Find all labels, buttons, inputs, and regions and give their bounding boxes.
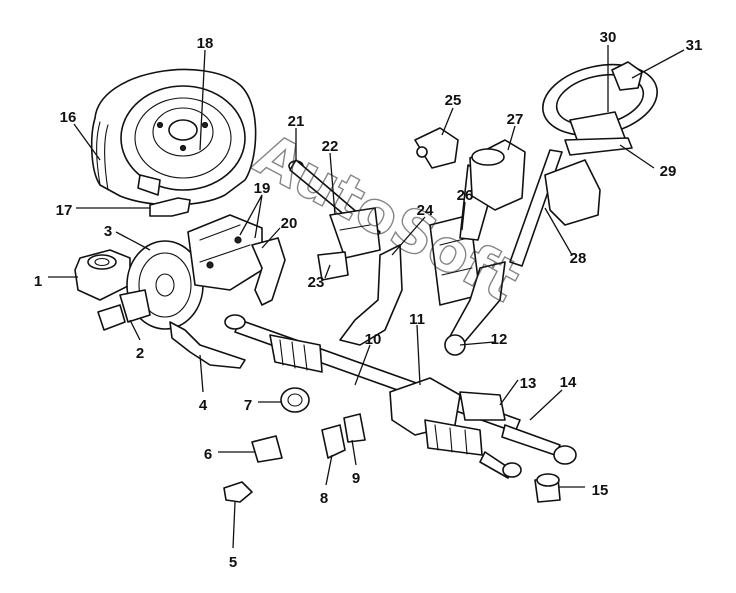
callout-label-16: 16 xyxy=(60,109,77,126)
callout-label-4: 4 xyxy=(199,397,208,414)
callout-label-22: 22 xyxy=(322,138,339,155)
callout-label-6: 6 xyxy=(204,446,212,463)
callout-leader-14 xyxy=(529,389,563,421)
callout-leader-3 xyxy=(115,231,151,251)
callout-label-2: 2 xyxy=(136,345,144,362)
intermediate-shaft xyxy=(444,261,506,356)
callout-label-9: 9 xyxy=(352,470,360,487)
callout-label-26: 26 xyxy=(457,187,474,204)
callout-leader-4 xyxy=(199,354,204,393)
callout-label-3: 3 xyxy=(104,223,112,240)
callout-label-8: 8 xyxy=(320,490,328,507)
callout-label-31: 31 xyxy=(686,37,703,54)
callout-leader-5 xyxy=(232,501,236,549)
callout-label-30: 30 xyxy=(600,29,617,46)
callout-leader-20 xyxy=(261,227,281,249)
callout-label-5: 5 xyxy=(229,554,237,571)
callout-label-1: 1 xyxy=(34,273,42,290)
brake-booster-assembly xyxy=(74,240,246,369)
callout-label-19: 19 xyxy=(254,180,271,197)
callout-leader-26 xyxy=(461,201,466,231)
spare-wheel-assembly xyxy=(90,68,257,206)
column-shroud xyxy=(469,139,526,211)
callout-leader-27 xyxy=(507,125,516,151)
pedal-box xyxy=(187,214,286,306)
callout-label-10: 10 xyxy=(365,331,382,348)
callout-label-29: 29 xyxy=(660,163,677,180)
callout-leader-2 xyxy=(129,319,141,341)
ignition-switch xyxy=(414,127,459,169)
callout-leader-11 xyxy=(416,324,421,386)
callout-leader-28 xyxy=(544,207,573,256)
callout-label-27: 27 xyxy=(507,111,524,128)
callout-leader-19 xyxy=(239,194,263,236)
callout-label-18: 18 xyxy=(197,35,214,52)
spare-wheel-bracket xyxy=(149,197,191,217)
callout-label-24: 24 xyxy=(417,202,434,219)
callout-leader-8 xyxy=(325,454,333,486)
callout-label-7: 7 xyxy=(244,397,252,414)
callout-label-12: 12 xyxy=(491,331,508,348)
callout-label-17: 17 xyxy=(56,202,73,219)
steering-rack xyxy=(224,314,577,503)
callout-label-23: 23 xyxy=(308,274,325,291)
callout-label-14: 14 xyxy=(560,374,577,391)
callout-leader-12 xyxy=(459,341,495,346)
callout-leader-29 xyxy=(619,144,655,169)
callout-leader-23 xyxy=(324,264,331,279)
steering-column xyxy=(509,61,658,267)
callout-leader-19 xyxy=(254,194,263,239)
callout-leader-18 xyxy=(199,49,206,151)
callout-leader-13 xyxy=(499,379,519,406)
callout-label-28: 28 xyxy=(570,250,587,267)
callout-leader-22 xyxy=(329,152,336,216)
callout-leader-31 xyxy=(631,49,685,79)
callout-label-15: 15 xyxy=(592,482,609,499)
callout-leader-16 xyxy=(73,123,101,161)
callout-label-21: 21 xyxy=(288,113,305,130)
steering-lock-shaft xyxy=(288,159,381,281)
callout-label-13: 13 xyxy=(520,375,537,392)
callout-label-25: 25 xyxy=(445,92,462,109)
callout-label-11: 11 xyxy=(409,311,425,328)
callout-label-20: 20 xyxy=(281,215,298,232)
callout-leader-9 xyxy=(351,439,357,466)
callout-leader-10 xyxy=(354,344,371,386)
callout-leader-24 xyxy=(391,216,426,256)
rack-mounting-parts xyxy=(223,387,366,503)
callout-leader-25 xyxy=(441,107,454,136)
